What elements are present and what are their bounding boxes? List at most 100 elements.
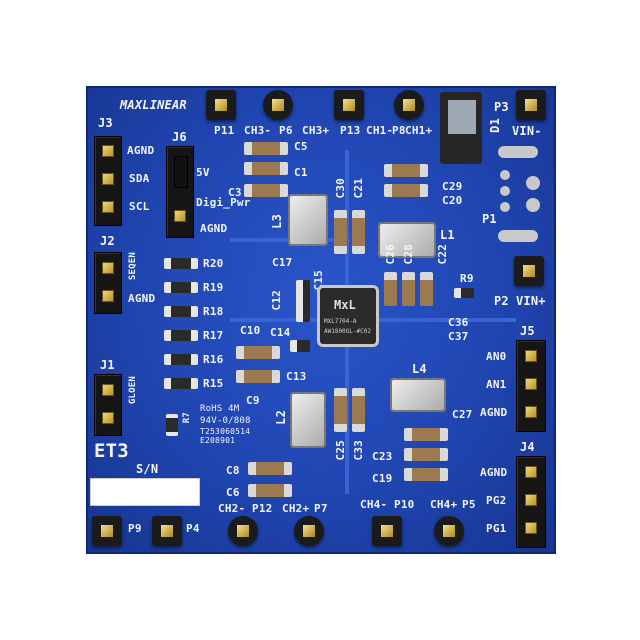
test-point-label: P6 <box>279 124 293 137</box>
j4-pin <box>525 522 537 534</box>
vin-neg-label: VIN- <box>512 124 542 138</box>
j5-pin <box>525 350 537 362</box>
cert-marking: 94V-0/808 <box>200 416 251 426</box>
ic-chip <box>320 288 376 344</box>
connector-pad <box>500 186 510 196</box>
test-point <box>263 90 293 120</box>
resistor <box>164 306 198 317</box>
resistor-label: R16 <box>203 353 224 366</box>
trace <box>376 318 516 322</box>
capacitor <box>420 272 433 306</box>
test-point <box>394 90 424 120</box>
capacitor-label: C20 <box>442 194 463 207</box>
test-point-label: CH3- <box>244 124 272 137</box>
cert-marking: T253060514 <box>200 427 251 436</box>
j3-pin-label: SCL <box>129 200 150 213</box>
resistor <box>166 414 178 436</box>
capacitor-label: C5 <box>294 140 308 153</box>
j6-label: J6 <box>172 130 187 144</box>
resistor-label: R15 <box>203 377 224 390</box>
trace <box>345 150 349 290</box>
test-point-label: CH2+ <box>282 502 310 515</box>
test-point-label: CH4+ <box>430 498 458 511</box>
j2-pin <box>102 262 114 274</box>
j2-vertical-label: SEQEN <box>128 252 138 281</box>
capacitor-label: C6 <box>226 486 240 499</box>
capacitor-label: C37 <box>448 330 469 343</box>
j3-pin <box>102 145 114 157</box>
test-point <box>334 90 364 120</box>
test-point-label: P12 <box>252 502 273 515</box>
inductor <box>290 392 326 448</box>
capacitor <box>236 370 280 383</box>
inductor-label: L2 <box>274 410 288 425</box>
capacitor-label: C21 <box>352 178 365 199</box>
connector-pad <box>526 198 540 212</box>
test-point-label: P8 <box>392 124 406 137</box>
test-point-label: CH1- <box>366 124 394 137</box>
j1-header <box>94 374 122 436</box>
capacitor-label: C12 <box>270 290 283 311</box>
capacitor <box>352 388 365 432</box>
inductor-label: L1 <box>440 228 455 242</box>
j1-pin <box>102 412 114 424</box>
d1-label: D1 <box>488 118 502 133</box>
capacitor <box>404 428 448 441</box>
p2-label: P2 <box>494 294 509 308</box>
resistor-label: R20 <box>203 257 224 270</box>
j6-pin-label: AGND <box>200 222 228 235</box>
j5-pin <box>525 406 537 418</box>
j6-pin-label: 5V <box>196 166 210 179</box>
capacitor <box>402 272 415 306</box>
resistor <box>454 288 474 298</box>
capacitor-label: C23 <box>372 450 393 463</box>
capacitor <box>384 164 428 177</box>
chip-logo: MxL <box>334 298 356 312</box>
inductor-label: L3 <box>270 214 284 229</box>
j2-label: J2 <box>100 234 115 248</box>
capacitor-label: C13 <box>286 370 307 383</box>
diode-body <box>448 100 476 134</box>
capacitor-label: C29 <box>442 180 463 193</box>
capacitor-label: C10 <box>240 324 261 337</box>
capacitor <box>248 484 292 497</box>
trace <box>230 318 320 322</box>
test-point <box>434 516 464 546</box>
test-point-label: P7 <box>314 502 328 515</box>
j5-pin-label: AN0 <box>486 350 507 363</box>
resistor <box>164 354 198 365</box>
j3-pin <box>102 173 114 185</box>
capacitor-label: C33 <box>352 440 365 461</box>
brand-logo: MAXLINEAR <box>120 98 187 112</box>
j5-pin <box>525 378 537 390</box>
resistor <box>164 258 198 269</box>
j4-pin-label: AGND <box>480 466 508 479</box>
j4-pin-label: PG2 <box>486 494 507 507</box>
capacitor-small <box>290 340 310 352</box>
test-point <box>516 90 546 120</box>
test-point <box>294 516 324 546</box>
resistor-label: R18 <box>203 305 224 318</box>
capacitor-label: C27 <box>452 408 473 421</box>
capacitor <box>384 184 428 197</box>
resistor <box>164 330 198 341</box>
j6-pin <box>174 156 188 188</box>
capacitor <box>404 468 448 481</box>
connector-pad <box>500 170 510 180</box>
capacitor-label: C26 <box>384 244 397 265</box>
connector-pad <box>526 176 540 190</box>
capacitor-label: C17 <box>272 256 293 269</box>
capacitor-label: C36 <box>448 316 469 329</box>
resistor-label: R9 <box>460 272 474 285</box>
capacitor-label: C28 <box>402 244 415 265</box>
j3-label: J3 <box>98 116 113 130</box>
resistor-label: R17 <box>203 329 224 342</box>
vin-pos-label: VIN+ <box>516 294 546 308</box>
connector-pad <box>500 202 510 212</box>
j2-header <box>94 252 122 314</box>
j5-label: J5 <box>520 324 535 338</box>
capacitor <box>352 210 365 254</box>
capacitor <box>404 448 448 461</box>
j3-pin-label: SDA <box>129 172 150 185</box>
